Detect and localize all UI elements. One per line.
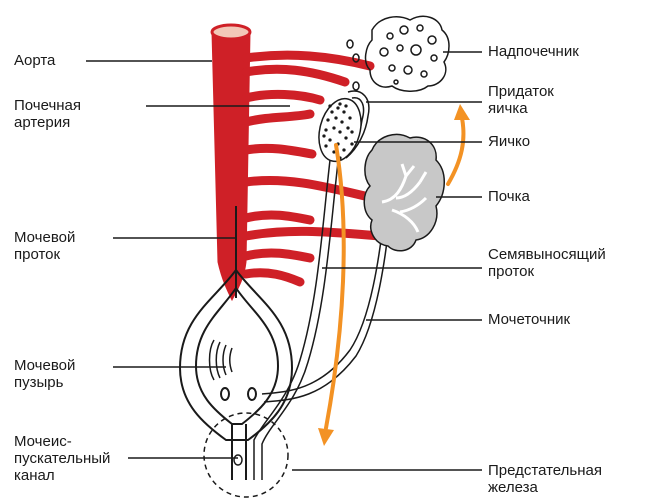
kidney-ascent-arrow xyxy=(448,118,463,184)
testicular-artery xyxy=(246,180,382,200)
aorta-and-arteries xyxy=(212,25,382,300)
label-vas-deferens: Семявыносящий проток xyxy=(488,246,606,280)
urethra xyxy=(232,424,246,480)
adrenal-artery xyxy=(246,55,370,66)
kidney xyxy=(364,134,444,250)
label-aorta: Аорта xyxy=(14,52,55,69)
label-urinary-duct: Мочевой проток xyxy=(14,229,75,263)
kidney-outline xyxy=(364,134,444,250)
bladder-inner-outline xyxy=(196,288,278,424)
ureter-outer xyxy=(262,196,386,394)
artery-branches xyxy=(246,55,382,282)
label-ureter: Мочеточник xyxy=(488,311,570,328)
upper-artery-1 xyxy=(246,69,345,82)
label-prostate: Предстательная железа xyxy=(488,462,602,496)
label-adrenal: Надпочечник xyxy=(488,43,579,60)
label-kidney: Почка xyxy=(488,188,530,205)
label-urogenital-canal: Мочеис- пускательный канал xyxy=(14,433,110,484)
adrenal-gland xyxy=(347,16,449,91)
testis-descent-arrowhead xyxy=(318,428,334,446)
upper-artery-2 xyxy=(246,94,320,100)
label-renal-artery: Почечная артерия xyxy=(14,97,81,131)
label-bladder: Мочевой пузырь xyxy=(14,357,75,391)
label-epididymis: Придаток яичка xyxy=(488,83,554,117)
lower-artery-2 xyxy=(246,231,380,236)
bladder xyxy=(180,270,292,480)
lower-artery-1 xyxy=(246,215,310,220)
lower-artery-3 xyxy=(246,253,310,258)
aorta-top-opening xyxy=(212,25,250,39)
lower-artery-4 xyxy=(246,273,300,282)
label-testis: Яичко xyxy=(488,133,530,150)
kidney-ascent-arrowhead xyxy=(454,104,470,120)
upper-artery-3 xyxy=(246,114,310,122)
renal-artery xyxy=(246,148,312,154)
